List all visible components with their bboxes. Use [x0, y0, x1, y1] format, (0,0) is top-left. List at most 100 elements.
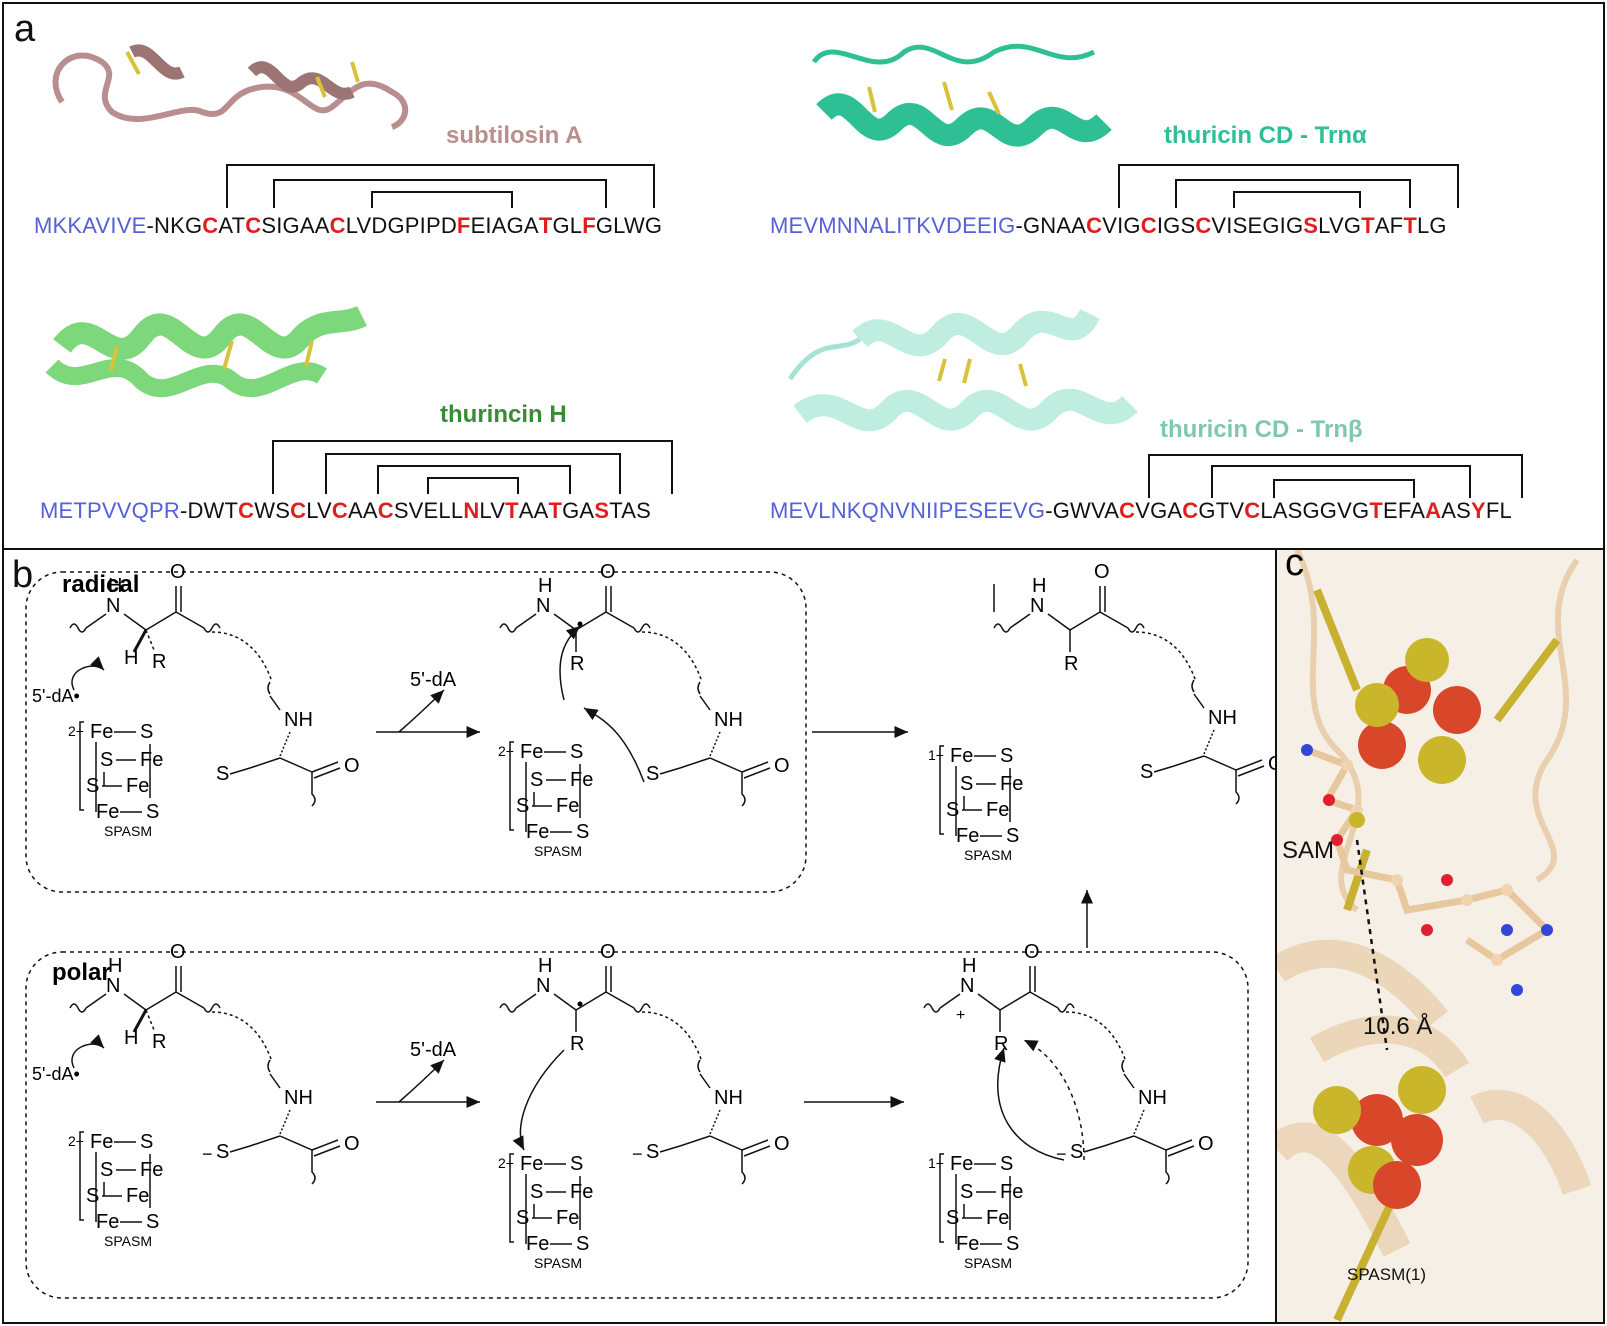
bond: [499, 623, 517, 633]
atom-label: O: [170, 561, 186, 583]
cluster-charge: 1+: [928, 1155, 944, 1171]
bond: [553, 613, 577, 631]
bond: [1135, 631, 1197, 683]
charge: −: [1056, 1144, 1067, 1164]
atom-label: Fe: [570, 769, 593, 791]
atom-label: Fe: [986, 799, 1009, 821]
atom-label: R: [152, 1031, 166, 1053]
atom-label: Fe: [950, 745, 973, 767]
bond: [509, 1153, 514, 1243]
spasm-label-c: SPASM(1): [1347, 1265, 1426, 1284]
atom-label: S: [100, 749, 113, 771]
atom-label: R: [570, 1033, 584, 1055]
bond: [575, 611, 607, 631]
atom-label: Fe: [570, 1181, 593, 1203]
bond: [211, 631, 273, 683]
atom-label: S: [1000, 745, 1013, 767]
leader-trnalpha: MEVMNNALITKVDEEIG: [770, 213, 1016, 238]
bond: [697, 1059, 701, 1073]
peptide-name-trnbeta: thuricin CD - Trnβ: [1160, 416, 1363, 443]
atom-label: H: [124, 647, 138, 669]
atom-label: Fe: [520, 1153, 543, 1175]
bond: [1083, 1145, 1105, 1153]
bond: [145, 1009, 155, 1031]
bond: [1023, 1039, 1085, 1161]
atom-label: Fe: [556, 795, 579, 817]
bond: [1165, 1150, 1170, 1185]
atom-label: R: [1064, 653, 1078, 675]
atom-label: O: [170, 941, 186, 963]
bond: [1123, 1073, 1135, 1089]
bond: [249, 757, 281, 769]
bond: [132, 1009, 148, 1033]
atom-label: S: [1006, 1233, 1019, 1255]
bond: [1099, 611, 1129, 629]
bond: [741, 761, 771, 779]
peptide-name-subtilosin: subtilosin A: [446, 122, 583, 149]
spasm-label: SPASM: [964, 847, 1012, 863]
cluster-charge: 2+: [498, 1155, 514, 1171]
atom-label: N: [106, 975, 120, 997]
charge: −: [632, 1144, 643, 1164]
atom-label: H: [962, 955, 976, 977]
panel-a: a subtilosin A MKKAVIVE-NKGCATCSIGAACLVD…: [2, 2, 1605, 550]
atom-label: S: [1140, 761, 1153, 783]
atom-label: Fe: [96, 1211, 119, 1233]
bond: [709, 757, 743, 773]
peptide-name-trnalpha: thuricin CD - Trnα: [1164, 122, 1367, 149]
atom-label: Fe: [90, 1131, 113, 1153]
bond: [499, 1003, 517, 1013]
atom-label: Fe: [526, 1233, 549, 1255]
bond: [311, 761, 341, 779]
atom-label: NH: [284, 1087, 313, 1109]
bond: [1133, 1109, 1145, 1135]
atom-label: O: [600, 941, 616, 963]
sam-spasm-structure: c SAM 10.6 Å SPASM(1): [1277, 550, 1592, 1322]
bond: [1009, 613, 1031, 629]
atom-label: O: [600, 561, 616, 583]
atom-label: Fe: [1000, 1181, 1023, 1203]
atom-label: Fe: [140, 749, 163, 771]
bond: [1153, 765, 1175, 773]
spasm-label: SPASM: [534, 1255, 582, 1271]
subtilosin-structure: [52, 44, 409, 130]
bond: [1047, 613, 1071, 631]
atom-label: NH: [714, 709, 743, 731]
bond: [203, 623, 221, 633]
atom-label: NH: [1138, 1087, 1167, 1109]
byproduct-label-2: 5'-dA: [410, 1039, 457, 1061]
bond: [679, 757, 711, 769]
leader-trnbeta: MEVLNKQNVNIIPESEEVG: [770, 498, 1046, 523]
bond: [175, 586, 182, 612]
atom-label: Fe: [986, 1207, 1009, 1229]
bond: [515, 613, 537, 629]
trnalpha-linkages: [1118, 164, 1459, 208]
byproduct-label-1: 5'-dA: [410, 669, 457, 691]
atom-label: S: [86, 775, 99, 797]
bond: [659, 767, 681, 775]
atom-label: R: [994, 1033, 1008, 1055]
atom-label: H: [108, 575, 122, 597]
atom-label: Fe: [950, 1153, 973, 1175]
atom-label: H: [124, 1027, 138, 1049]
bond: [279, 731, 291, 757]
spasm-label: SPASM: [964, 1255, 1012, 1271]
bond: [605, 586, 612, 612]
bond: [509, 741, 514, 831]
bond: [633, 1003, 651, 1013]
bond: [1203, 729, 1215, 755]
bond: [575, 991, 607, 1011]
panel-label-c: c: [1285, 550, 1304, 584]
bond: [132, 629, 148, 653]
bond: [553, 993, 577, 1011]
cluster-charge: 2+: [498, 743, 514, 759]
sequence-trnalpha: MEVMNNALITKVDEEIG-GNAACVIGCIGSCVISEGIGSL…: [770, 213, 1447, 238]
bond: [267, 681, 271, 695]
bond: [269, 1073, 281, 1089]
sequence-subtilosin: MKKAVIVE-NKGCATCSIGAACLVDGPIPDFEIAGATGLF…: [34, 213, 663, 238]
panel-label-b: b: [12, 554, 34, 596]
bond: [269, 695, 281, 711]
bond: [211, 1011, 273, 1063]
atom-label: O: [1198, 1133, 1214, 1155]
